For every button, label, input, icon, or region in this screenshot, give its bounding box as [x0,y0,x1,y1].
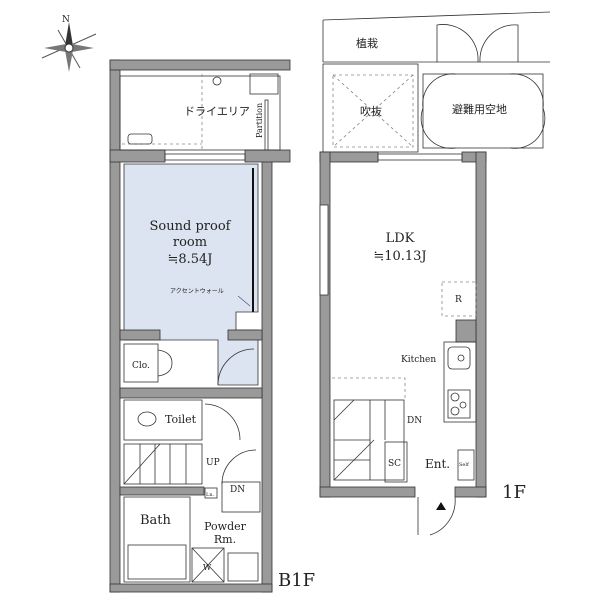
planting-label: 植栽 [356,36,378,50]
washer-label: W [203,563,212,572]
b1f-plan: ドライエリア Partition Sound proof room ≒8.54J… [109,59,315,593]
closet-label: Clo. [132,361,150,371]
f1-plan: 植栽 吹抜 避難用空地 LDK ≒10.13J R Kitchen [319,11,551,536]
sound-room-name-2: room [173,235,207,250]
self-storage-label: Self [459,462,470,468]
stairs-down-label: DN [230,485,245,495]
void-label: 吹抜 [360,104,382,118]
sound-room-name: Sound proof [150,219,232,234]
stairs-up-label: UP [206,458,220,468]
evacuation-space-label: 避難用空地 [452,102,507,116]
entrance-arrow-icon [436,502,446,510]
powder-room-label-2: Rm. [214,533,236,546]
refrigerator-label: R [455,295,462,305]
powder-room-label: Powder [204,520,247,533]
partition-label: Partition [255,103,264,138]
stairs-down-label-1f: DN [407,416,422,426]
linen-label: Ln. [206,492,215,498]
toilet-label: Toilet [165,413,197,426]
entrance-label: Ent. [425,457,450,471]
f1-floor-label: 1F [502,482,526,503]
stairs-1f [333,399,405,481]
compass-icon: N [41,15,97,72]
b1f-floor-label: B1F [278,570,315,591]
ldk-area: ≒10.13J [373,249,426,264]
sound-proof-room [123,163,259,386]
bath-label: Bath [140,513,172,528]
kitchen-label: Kitchen [401,355,436,365]
north-label: N [62,15,70,25]
shoe-closet-label: SC [388,459,401,469]
stairs-b1f [123,443,203,485]
ldk-label: LDK [386,231,415,246]
sound-room-area: ≒8.54J [167,252,212,267]
dry-area-label: ドライエリア [184,105,250,118]
accent-wall-label: アクセントウォール [170,287,224,295]
